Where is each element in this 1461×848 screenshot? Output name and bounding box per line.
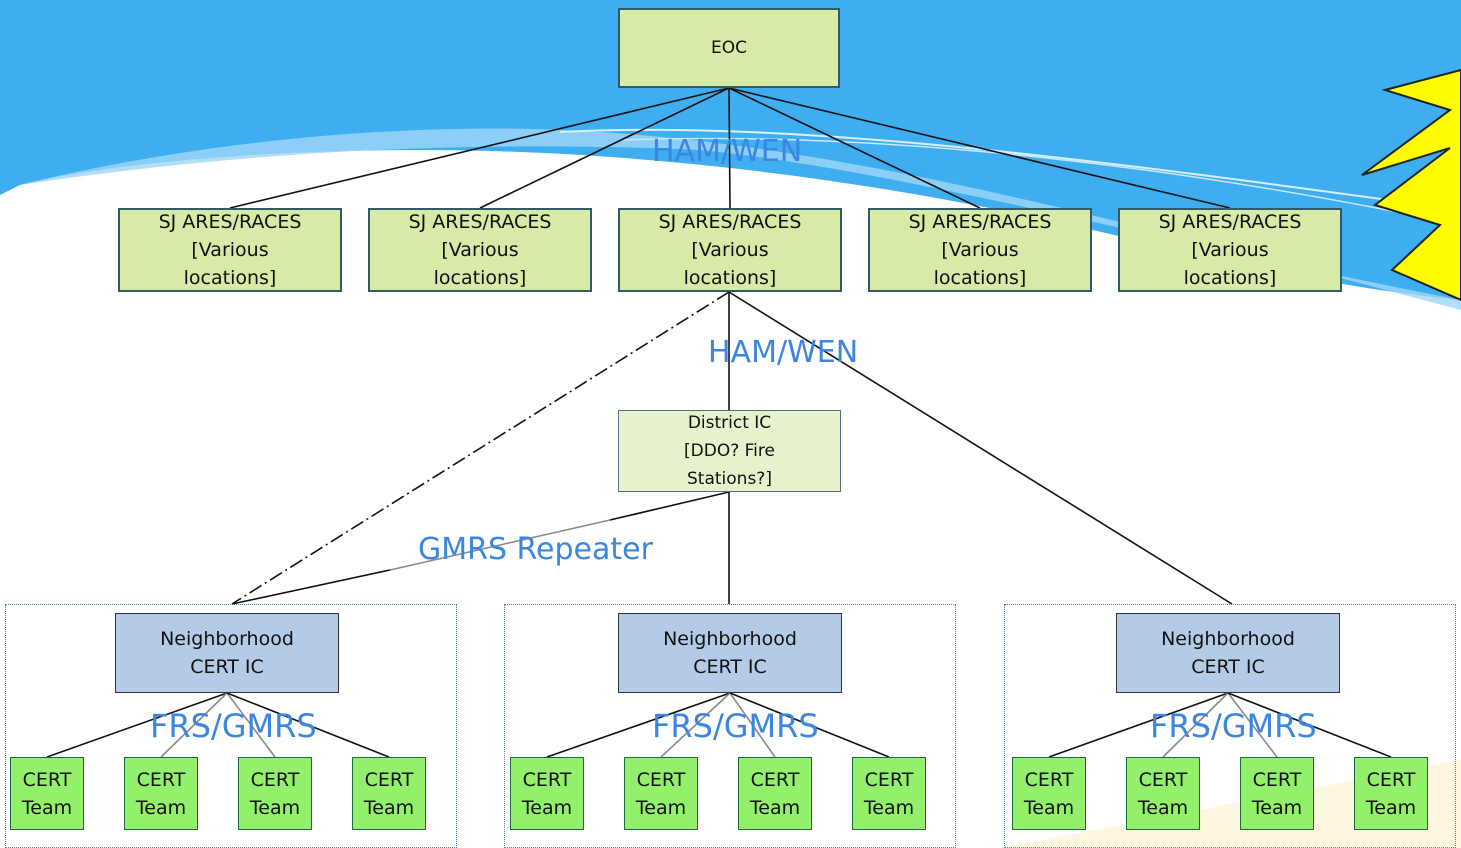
district-ic-node: District IC [DDO? Fire Stations?] bbox=[618, 410, 841, 492]
district-repeater-link bbox=[231, 569, 391, 605]
cert-team-label: CERT Team bbox=[1251, 768, 1303, 819]
neighborhood-team-link bbox=[160, 692, 228, 758]
cert-team-node: CERT Team bbox=[510, 757, 584, 830]
ares-races-node: SJ ARES/RACES [Various locations] bbox=[618, 208, 842, 292]
neighborhood-cert-ic-node: Neighborhood CERT IC bbox=[115, 613, 339, 693]
eoc-node: EOC bbox=[618, 8, 840, 88]
gmrs-repeater-label: GMRS Repeater bbox=[418, 532, 653, 567]
neighborhood-team-link bbox=[226, 692, 390, 758]
cert-team-node: CERT Team bbox=[1126, 757, 1200, 830]
frs-gmrs-label: FRS/GMRS bbox=[652, 707, 819, 745]
ham-wen-label: HAM/WEN bbox=[652, 134, 803, 169]
cert-team-node: CERT Team bbox=[1240, 757, 1314, 830]
cert-team-node: CERT Team bbox=[238, 757, 312, 830]
neighborhood-team-link bbox=[1048, 692, 1229, 758]
cert-team-label: CERT Team bbox=[21, 768, 73, 819]
cert-team-node: CERT Team bbox=[352, 757, 426, 830]
ares-neighborhood-link bbox=[728, 291, 1233, 605]
cert-team-label: CERT Team bbox=[863, 768, 915, 819]
district-label: District IC [DDO? Fire Stations?] bbox=[684, 413, 775, 489]
cert-team-node: CERT Team bbox=[852, 757, 926, 830]
cert-team-node: CERT Team bbox=[10, 757, 84, 830]
neighborhood-cert-ic-node: Neighborhood CERT IC bbox=[1116, 613, 1340, 693]
dashed-link bbox=[231, 291, 730, 605]
cert-team-label: CERT Team bbox=[1023, 768, 1075, 819]
eoc-label: EOC bbox=[711, 38, 747, 58]
cert-team-label: CERT Team bbox=[749, 768, 801, 819]
ares-label: SJ ARES/RACES [Various locations] bbox=[1158, 211, 1302, 289]
cert-team-node: CERT Team bbox=[738, 757, 812, 830]
neighborhood-team-link bbox=[1227, 692, 1278, 758]
neighborhood-team-link bbox=[660, 692, 731, 758]
neighborhood-team-link bbox=[546, 692, 731, 758]
neighborhood-cert-ic-node: Neighborhood CERT IC bbox=[618, 613, 842, 693]
district-repeater-link bbox=[609, 491, 730, 521]
ares-label: SJ ARES/RACES [Various locations] bbox=[658, 211, 802, 289]
frs-gmrs-label: FRS/GMRS bbox=[1150, 707, 1317, 745]
neighborhood-label: Neighborhood CERT IC bbox=[663, 628, 797, 678]
cert-team-label: CERT Team bbox=[635, 768, 687, 819]
ham-wen-label: HAM/WEN bbox=[708, 335, 859, 370]
cert-team-label: CERT Team bbox=[1137, 768, 1189, 819]
neighborhood-team-link bbox=[729, 692, 890, 758]
district-repeater-link bbox=[389, 519, 611, 571]
cert-team-label: CERT Team bbox=[1365, 768, 1417, 819]
cert-team-label: CERT Team bbox=[249, 768, 301, 819]
frs-gmrs-label: FRS/GMRS bbox=[150, 707, 317, 745]
ares-races-node: SJ ARES/RACES [Various locations] bbox=[868, 208, 1092, 292]
eoc-ares-link bbox=[728, 87, 731, 209]
neighborhood-label: Neighborhood CERT IC bbox=[1161, 628, 1295, 678]
cert-team-label: CERT Team bbox=[521, 768, 573, 819]
cert-team-label: CERT Team bbox=[135, 768, 187, 819]
neighborhood-team-link bbox=[729, 692, 776, 758]
cert-team-node: CERT Team bbox=[1354, 757, 1428, 830]
ares-races-node: SJ ARES/RACES [Various locations] bbox=[368, 208, 592, 292]
eoc-ares-link bbox=[229, 87, 730, 209]
ares-label: SJ ARES/RACES [Various locations] bbox=[408, 211, 552, 289]
cert-team-node: CERT Team bbox=[1012, 757, 1086, 830]
ares-races-node: SJ ARES/RACES [Various locations] bbox=[1118, 208, 1342, 292]
ares-label: SJ ARES/RACES [Various locations] bbox=[908, 211, 1052, 289]
cert-team-node: CERT Team bbox=[124, 757, 198, 830]
eoc-ares-link bbox=[728, 87, 981, 209]
star-shape bbox=[1361, 68, 1461, 302]
neighborhood-team-link bbox=[1227, 692, 1392, 758]
cert-team-label: CERT Team bbox=[363, 768, 415, 819]
neighborhood-team-link bbox=[226, 692, 276, 758]
neighborhood-team-link bbox=[46, 692, 228, 758]
eoc-ares-link bbox=[479, 87, 730, 209]
cert-team-node: CERT Team bbox=[624, 757, 698, 830]
ares-races-node: SJ ARES/RACES [Various locations] bbox=[118, 208, 342, 292]
neighborhood-team-link bbox=[1162, 692, 1229, 758]
neighborhood-label: Neighborhood CERT IC bbox=[160, 628, 294, 678]
eoc-ares-link bbox=[728, 87, 1231, 209]
ares-label: SJ ARES/RACES [Various locations] bbox=[158, 211, 302, 289]
